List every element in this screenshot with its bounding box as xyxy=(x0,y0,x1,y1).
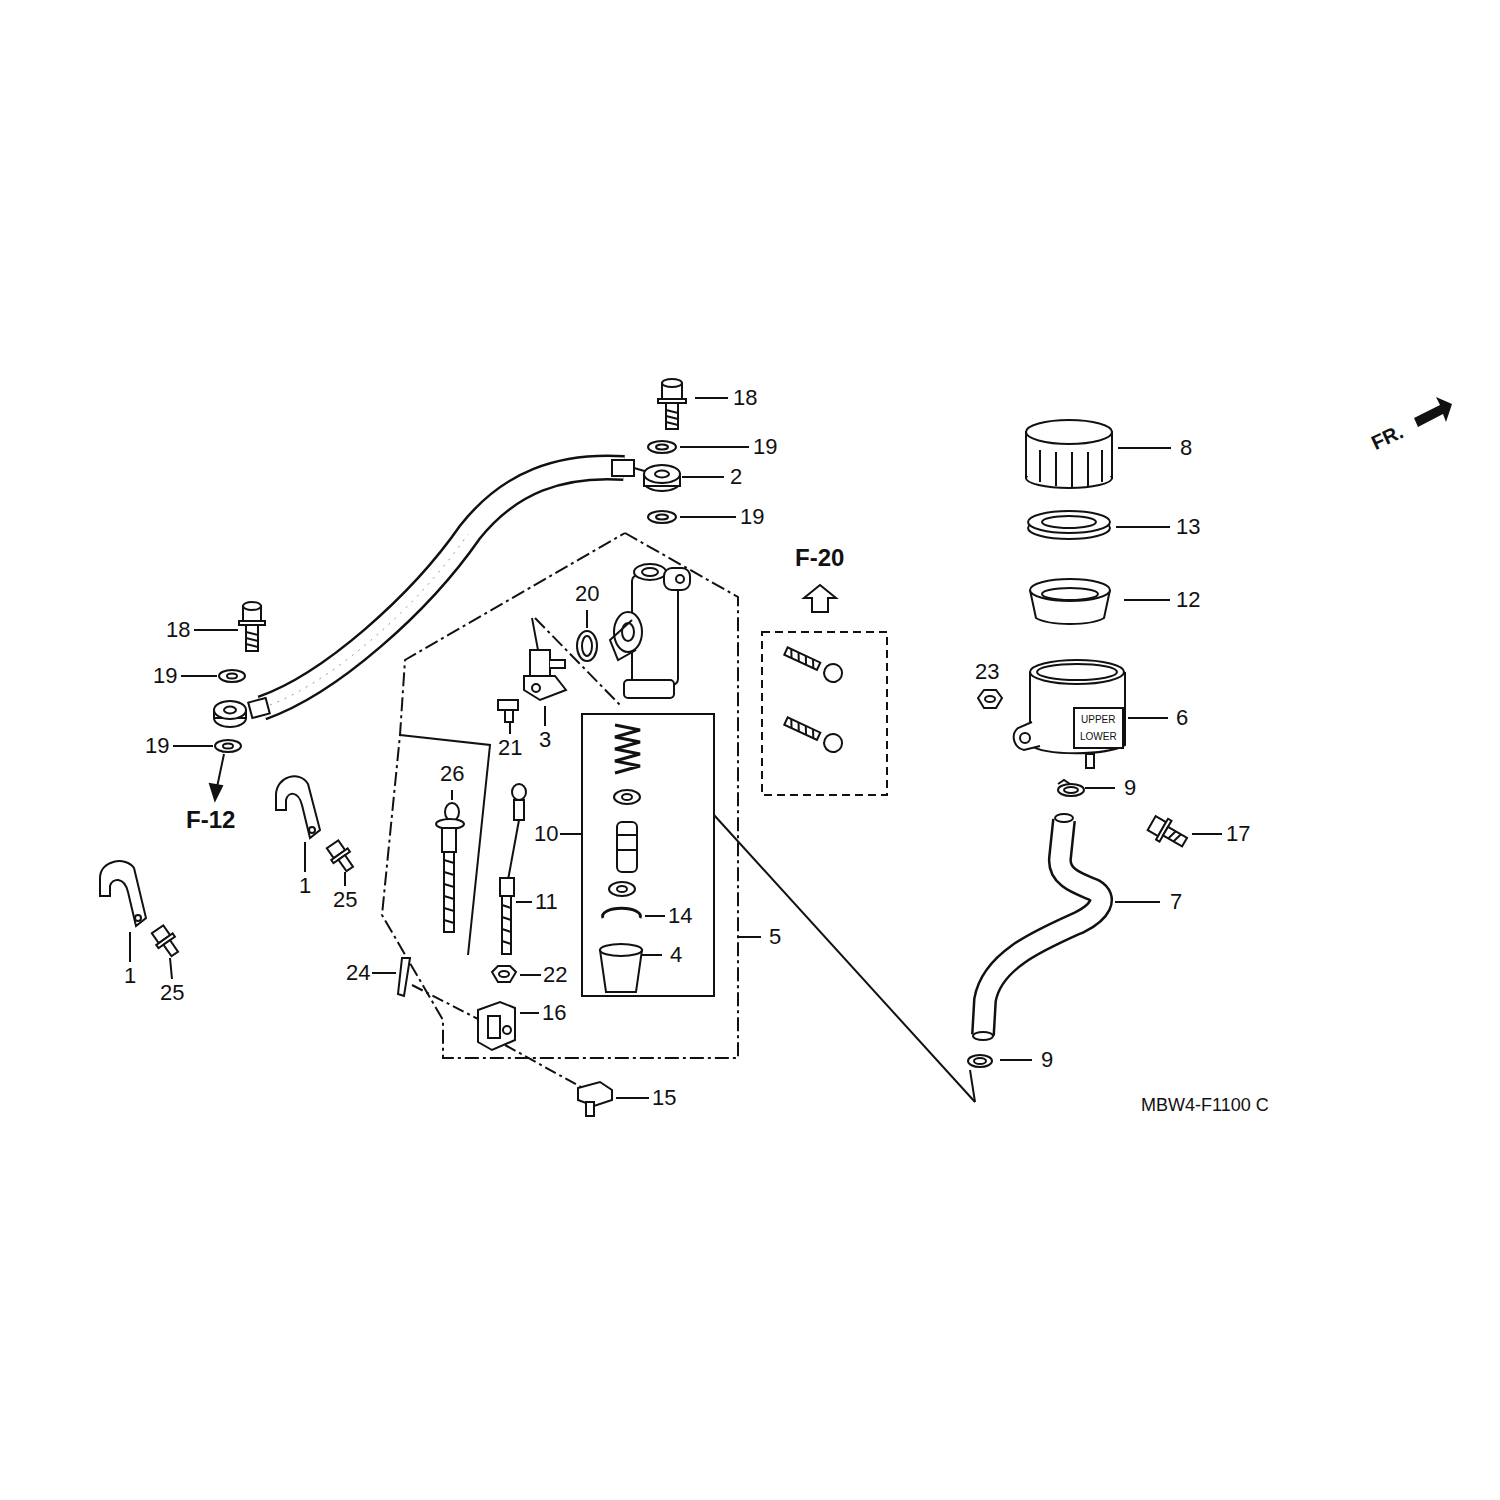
callout-number: 6 xyxy=(1176,707,1188,729)
callout-number: 20 xyxy=(575,583,599,605)
callout-number: 19 xyxy=(753,436,777,458)
callout-number: 26 xyxy=(440,763,464,785)
callout-number: 1 xyxy=(299,875,311,897)
part-marking: UPPER xyxy=(1081,715,1115,725)
callout-number: 18 xyxy=(733,387,757,409)
callout-number: 10 xyxy=(534,823,558,845)
callout-number: 25 xyxy=(333,889,357,911)
callout-number: 8 xyxy=(1180,437,1192,459)
callout-number: 21 xyxy=(498,737,522,759)
callout-number: 1 xyxy=(124,965,136,987)
callout-number: 18 xyxy=(166,619,190,641)
callout-number: 24 xyxy=(346,962,370,984)
callout-number: 22 xyxy=(543,964,567,986)
callout-number: 23 xyxy=(975,661,999,683)
front-indicator: FR. xyxy=(1368,421,1406,453)
page-reference: F-20 xyxy=(795,546,844,570)
callout-number: 7 xyxy=(1170,891,1182,913)
callout-number: 9 xyxy=(1124,777,1136,799)
callout-number: 12 xyxy=(1176,589,1200,611)
diagram-code: MBW4-F1100 C xyxy=(1141,1096,1269,1114)
callout-number: 2 xyxy=(730,466,742,488)
callout-number: 4 xyxy=(670,944,682,966)
callout-number: 3 xyxy=(539,729,551,751)
callout-number: 5 xyxy=(769,926,781,948)
part-marking: LOWER xyxy=(1080,732,1117,742)
callout-number: 11 xyxy=(535,891,558,913)
callout-number: 25 xyxy=(160,982,184,1004)
callout-number: 19 xyxy=(153,665,177,687)
callout-number: 13 xyxy=(1176,516,1200,538)
callout-number: 19 xyxy=(145,735,169,757)
callout-number: 15 xyxy=(652,1087,676,1109)
callout-number: 16 xyxy=(542,1002,566,1024)
callout-number: 19 xyxy=(740,506,764,528)
callout-number: 17 xyxy=(1226,823,1250,845)
page-reference: F-12 xyxy=(186,808,235,832)
callout-number: 9 xyxy=(1041,1049,1053,1071)
callout-number: 14 xyxy=(668,905,692,927)
